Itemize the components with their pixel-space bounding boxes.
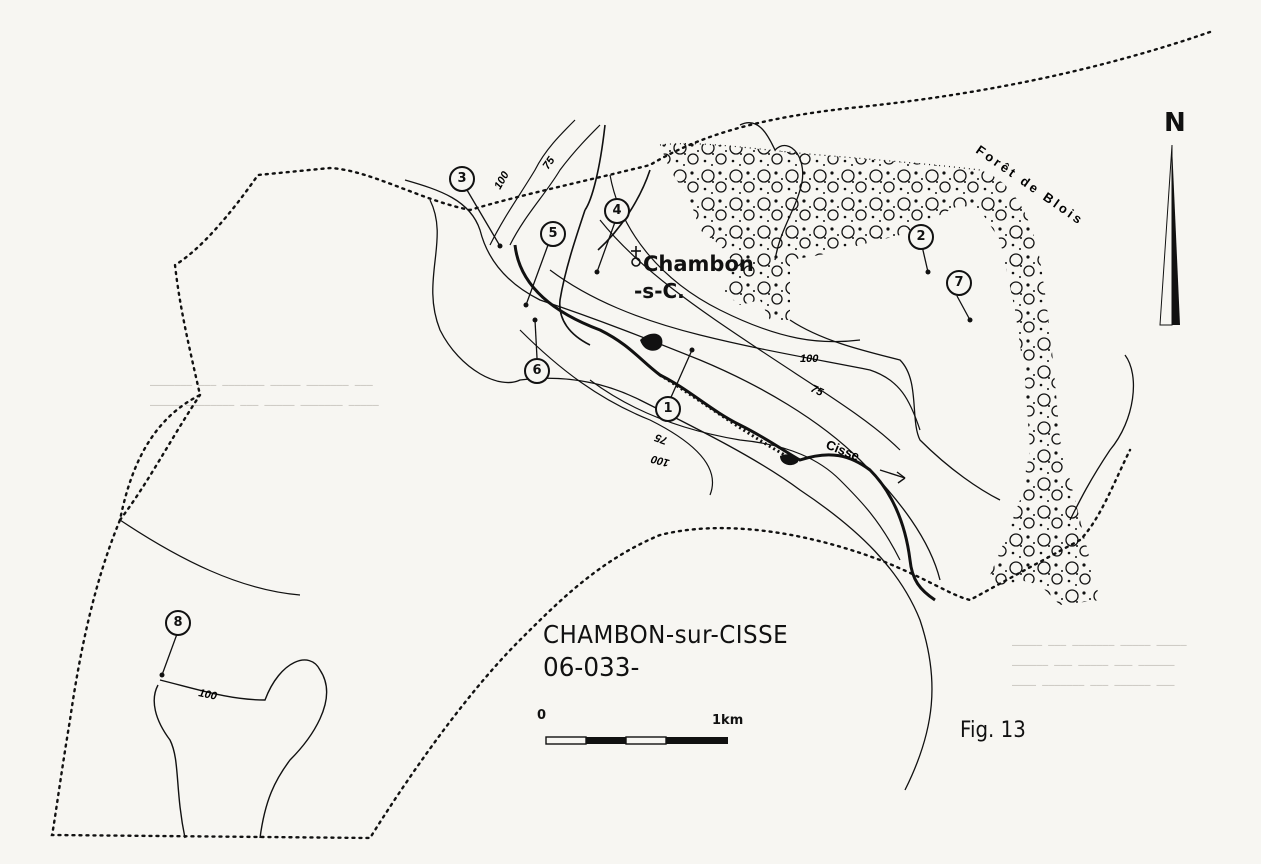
north-label: N	[1164, 108, 1186, 138]
contour-75-south	[589, 379, 901, 561]
river-flow-arrow	[879, 469, 906, 479]
site-point	[689, 347, 695, 353]
site-marker: 4	[604, 198, 630, 224]
contour-label: 100	[800, 353, 819, 365]
site-marker: 8	[165, 610, 191, 636]
site-point	[594, 269, 600, 275]
cisse-river-dash	[659, 373, 791, 460]
bleedthrough-text: ————— ———————— ——— ————— ——————— —————	[150, 400, 379, 411]
contour-100-valley	[609, 174, 861, 343]
scale-end-label: 1km	[712, 713, 744, 728]
bleedthrough-text: —————— ——— ————— ——— ——————	[1012, 660, 1175, 671]
site-point	[532, 317, 538, 323]
site-leader-4	[596, 221, 616, 273]
figure-label: Fig. 13	[960, 718, 1026, 743]
site-marker: 6	[524, 358, 550, 384]
contour-label: 100	[197, 687, 218, 703]
commune-boundary-west	[118, 393, 202, 522]
contour-100-southwest	[153, 659, 328, 839]
tributary-stream	[559, 209, 591, 346]
bleedthrough-text: ————— ——— ——————— ————— —————	[1012, 640, 1187, 651]
site-leader-8	[161, 633, 178, 676]
scale-bar-segment	[586, 737, 626, 744]
site-point	[523, 302, 529, 308]
site-leader-7	[956, 295, 971, 321]
contour-100-south	[519, 329, 714, 496]
site-marker: 7	[946, 270, 972, 296]
forest-edge	[659, 143, 981, 171]
contour-label: 75	[809, 383, 826, 399]
contour-label: 100	[649, 452, 671, 469]
site-marker: 5	[540, 221, 566, 247]
site-marker: 2	[908, 224, 934, 250]
tributary-stream-2	[584, 124, 606, 211]
site-point	[967, 317, 973, 323]
site-point	[159, 672, 165, 678]
river-flow-arrowhead	[896, 471, 906, 484]
contour-75-north	[509, 124, 601, 246]
map-title: CHAMBON-sur-CISSE	[543, 620, 789, 649]
town-label-suffix: -s-C.	[634, 279, 685, 303]
site-leader-5	[525, 244, 549, 306]
bleedthrough-text: ———— ——————— ——— —————— ———	[1012, 680, 1175, 691]
contour-label: 100	[492, 169, 512, 192]
scale-bar-segment	[625, 736, 667, 745]
site-point	[497, 243, 503, 249]
site-marker: 1	[655, 396, 681, 422]
contour-75-valley	[599, 219, 901, 451]
pond-2	[780, 454, 799, 466]
site-leader-3	[466, 189, 501, 247]
north-arrow-half	[1159, 144, 1173, 326]
contour-label: 75	[653, 431, 669, 447]
pond	[640, 333, 663, 351]
site-leader-1	[667, 349, 693, 405]
bleedthrough-text: ——————— ——— ——————— ————— ——————— ———	[150, 380, 373, 391]
valley-outline-east	[789, 319, 1001, 501]
scale-bar-segment	[666, 737, 728, 744]
cisse-river	[513, 244, 936, 602]
commune-boundary	[50, 30, 1212, 840]
map-code: 06-033-	[543, 653, 640, 683]
town-label: Chambon	[643, 252, 754, 276]
scale-bar-segment	[545, 736, 587, 745]
church-icon	[631, 246, 641, 267]
site-marker: 3	[449, 166, 475, 192]
site-leader-6	[534, 319, 538, 359]
valley-outline-se	[1069, 354, 1135, 521]
site-point	[925, 269, 931, 275]
contour-100-north	[489, 119, 576, 246]
contour-100-sw-west	[119, 519, 301, 596]
scale-start-label: 0	[537, 708, 547, 723]
foret-de-blois-area	[660, 143, 1100, 606]
valley-outline-north	[739, 122, 804, 261]
contour-mid	[549, 269, 921, 431]
river-label: Cisse	[824, 437, 862, 464]
site-leader-2	[921, 245, 929, 273]
